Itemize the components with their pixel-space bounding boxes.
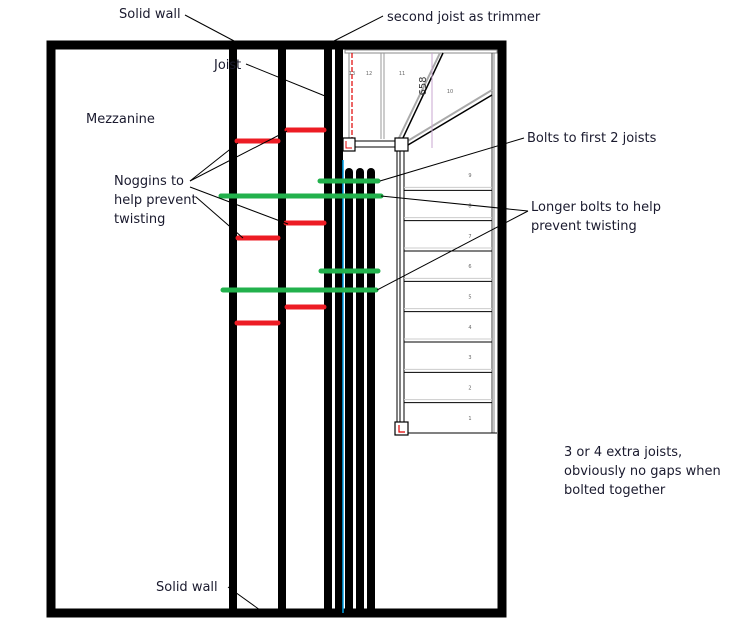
step-number: 3 [468, 355, 471, 361]
step-number: 13 [349, 71, 355, 77]
trimmer-joist [335, 45, 343, 613]
step-number: 5 [468, 295, 471, 301]
staircase-plan: 9 8 7 6 5 4 3 2 1 10 11 12 13 [342, 49, 498, 436]
step-number: 2 [468, 386, 471, 392]
extra-joist-3 [367, 168, 375, 613]
label-extra-joists-2: obviously no gaps when [564, 464, 721, 479]
mezzanine-outline [46, 40, 507, 618]
step-number: 10 [447, 89, 453, 95]
step-number: 8 [468, 204, 471, 210]
step-number: 7 [468, 234, 471, 240]
label-bolts-first: Bolts to first 2 joists [527, 131, 657, 146]
label-noggins-2: help prevent [114, 193, 197, 208]
step-number: 11 [399, 71, 405, 77]
label-solid-wall-bottom: Solid wall [156, 580, 218, 595]
newel-post [394, 137, 409, 152]
leader-lines [184, 14, 529, 611]
noggins [234, 127, 327, 326]
extra-joist-2 [356, 168, 364, 613]
label-longer-bolts-1: Longer bolts to help [531, 200, 661, 215]
label-extra-joists-1: 3 or 4 extra joists, [564, 445, 682, 460]
label-noggins-1: Noggins to [114, 174, 184, 189]
label-second-joist: second joist as trimmer [387, 10, 541, 25]
step-number: 9 [468, 173, 471, 179]
label-extra-joists-3: bolted together [564, 483, 666, 498]
joist-3 [324, 45, 332, 613]
stair-dimension: 658 [418, 76, 429, 95]
label-noggins-3: twisting [114, 212, 165, 227]
label-solid-wall-top: Solid wall [119, 7, 181, 22]
step-number: 6 [468, 264, 471, 270]
extra-joist-1 [345, 168, 353, 613]
newel-post [342, 137, 356, 152]
label-joist: Joist [213, 58, 241, 73]
step-number: 4 [468, 325, 471, 331]
step-number: 12 [366, 71, 372, 77]
bolts [218, 178, 384, 293]
label-longer-bolts-2: prevent twisting [531, 219, 637, 234]
joist-2 [278, 45, 286, 613]
label-mezzanine: Mezzanine [86, 112, 155, 127]
step-number: 1 [468, 416, 471, 422]
newel-post [394, 421, 409, 436]
joist-1 [229, 45, 237, 613]
